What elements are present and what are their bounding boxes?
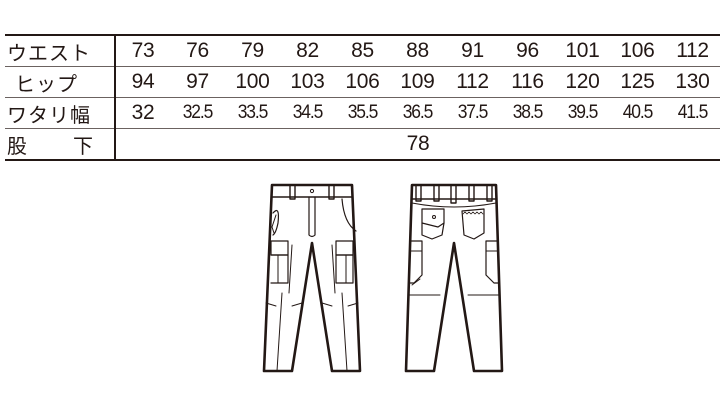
table-cell: 32.5	[172, 97, 223, 129]
table-cell: 130	[665, 66, 720, 98]
pants-front-illustration	[262, 183, 362, 373]
table-cell: 97	[170, 66, 225, 98]
row-label-thigh-width: ワタリ幅	[5, 97, 116, 129]
table-cell: 73	[115, 35, 170, 67]
table-cell: 37.5	[447, 97, 498, 129]
table-cell: 82	[280, 35, 335, 67]
inseam-label-right: 下	[73, 133, 93, 158]
table-cell: 103	[280, 66, 335, 98]
inseam-label-left: 股	[7, 133, 27, 158]
table-row-hip: ヒップ 94 97 100 103 106 109 112 116 120 12…	[5, 66, 720, 98]
pants-back-icon	[404, 183, 504, 373]
table-cell: 32	[115, 97, 170, 129]
table-cell: 125	[610, 66, 665, 98]
table-cell: 91	[445, 35, 500, 67]
row-label-hip: ヒップ	[5, 66, 116, 98]
table-cell: 96	[500, 35, 555, 67]
table-cell: 100	[225, 66, 280, 98]
table-cell: 112	[445, 66, 500, 98]
table-cell: 94	[115, 66, 170, 98]
table-cell: 120	[555, 66, 610, 98]
table-cell: 40.5	[612, 97, 663, 129]
table-cell: 76	[170, 35, 225, 67]
table-cell: 36.5	[392, 97, 443, 129]
table-cell: 35.5	[337, 97, 388, 129]
table-cell: 38.5	[502, 97, 553, 129]
inseam-value: 78	[406, 132, 430, 155]
table-cell: 34.5	[282, 97, 333, 129]
size-chart-table: ウエスト 73 76 79 82 85 88 91 96 101 106 112…	[5, 34, 720, 161]
table-cell: 106	[610, 35, 665, 67]
pants-front-icon	[262, 183, 362, 373]
table-row-waist: ウエスト 73 76 79 82 85 88 91 96 101 106 112	[5, 35, 720, 67]
table-row-inseam: 股下 78	[5, 128, 720, 160]
table-cell: 116	[500, 66, 555, 98]
table-cell: 112	[665, 35, 720, 67]
table-cell: 85	[335, 35, 390, 67]
table-row-thigh-width: ワタリ幅 32 32.5 33.5 34.5 35.5 36.5 37.5 38…	[5, 97, 720, 129]
table-cell: 88	[390, 35, 445, 67]
table-cell: 39.5	[557, 97, 608, 129]
table-cell: 41.5	[667, 97, 718, 129]
row-label-waist: ウエスト	[5, 35, 116, 67]
table-cell: 109	[390, 66, 445, 98]
table-cell: 33.5	[227, 97, 278, 129]
table-cell: 106	[335, 66, 390, 98]
row-label-inseam: 股下	[5, 128, 116, 160]
table-cell: 101	[555, 35, 610, 67]
table-cell: 79	[225, 35, 280, 67]
pants-back-illustration	[404, 183, 504, 373]
